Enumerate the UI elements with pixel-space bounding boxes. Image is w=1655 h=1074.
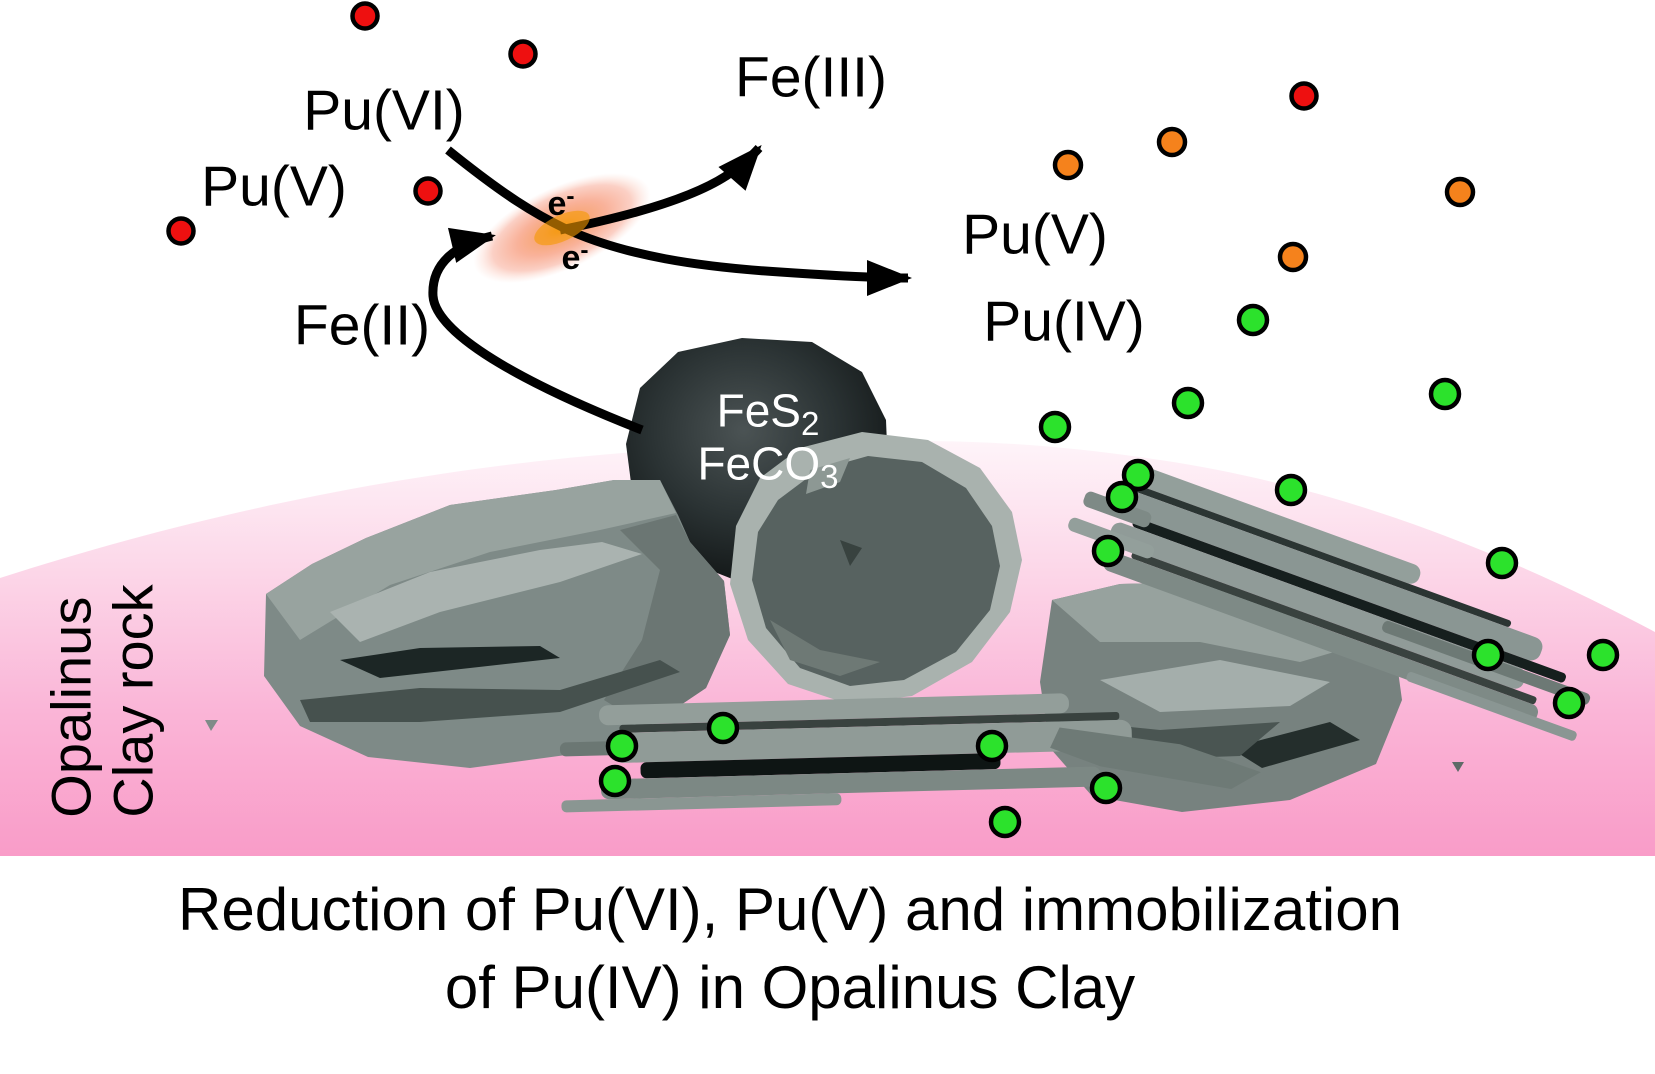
pu-vi-dot xyxy=(508,39,538,69)
pu-vi-dot xyxy=(413,176,443,206)
pu-v-dot xyxy=(1277,241,1309,273)
pu-iv-dot xyxy=(1428,377,1462,411)
label-pu-iv: Pu(IV) xyxy=(983,289,1145,354)
arrow-pu-reduction xyxy=(445,146,912,296)
label-siderite: FeCO3 xyxy=(697,438,839,497)
pu-iv-dot xyxy=(706,711,740,745)
caption-line-1: Reduction of Pu(VI), Pu(V) and immobiliz… xyxy=(178,876,1402,943)
label-electron-top: e- xyxy=(547,182,575,223)
rock-platelets-right xyxy=(1068,463,1591,741)
pu-iv-dot xyxy=(988,805,1022,839)
pu-iv-dot xyxy=(598,764,632,798)
label-pyrite: FeS2 xyxy=(716,384,820,443)
pu-iv-dot xyxy=(1091,534,1125,568)
label-iron-minerals: FeS2 FeCO3 xyxy=(697,384,839,497)
caption-line-2: of Pu(IV) in Opalinus Clay xyxy=(444,954,1136,1021)
pu-v-dot xyxy=(1052,149,1084,181)
pu-iv-dot xyxy=(1586,638,1620,672)
pu-iv-dot xyxy=(605,729,639,763)
pu-iv-dot xyxy=(1552,686,1586,720)
label-electron-bottom: e- xyxy=(561,236,589,277)
pu-iv-dot xyxy=(1089,771,1123,805)
pu-species-dots xyxy=(166,1,1620,839)
figure-caption: Reduction of Pu(VI), Pu(V) and immobiliz… xyxy=(178,871,1402,1027)
debris-mark-left xyxy=(205,720,218,731)
pu-iv-dot xyxy=(1105,480,1139,514)
label-pu-vi: Pu(VI) xyxy=(303,78,465,143)
glow-hot-core xyxy=(534,210,590,246)
pu-v-dot xyxy=(1156,126,1188,158)
debris-mark-right xyxy=(1452,762,1464,772)
pu-iv-dot xyxy=(1236,303,1270,337)
pu-v-dot xyxy=(1444,176,1476,208)
label-pu-v-right: Pu(V) xyxy=(962,202,1108,267)
pu-iv-dot xyxy=(1471,638,1505,672)
pu-iv-dot xyxy=(975,729,1009,763)
pu-iv-dot xyxy=(1274,473,1308,507)
label-pu-v-left: Pu(V) xyxy=(201,154,347,219)
label-fe-iii: Fe(III) xyxy=(735,45,887,110)
label-opalinus-clay-rock: Opalinus Clay rock xyxy=(39,584,164,818)
pu-iv-dot xyxy=(1485,546,1519,580)
pu-vi-dot xyxy=(1289,81,1319,111)
pu-vi-dot xyxy=(166,216,196,246)
arrow-fe-out xyxy=(559,144,763,235)
rock-boulder xyxy=(730,432,1022,704)
arrow-fe-in xyxy=(428,227,644,435)
pu-vi-dot xyxy=(350,1,380,31)
pu-iv-dot xyxy=(1038,410,1072,444)
pu-iv-dot xyxy=(1171,386,1205,420)
pu-iv-dot xyxy=(1121,458,1155,492)
label-fe-ii: Fe(II) xyxy=(293,293,431,358)
rock-left xyxy=(264,480,730,768)
